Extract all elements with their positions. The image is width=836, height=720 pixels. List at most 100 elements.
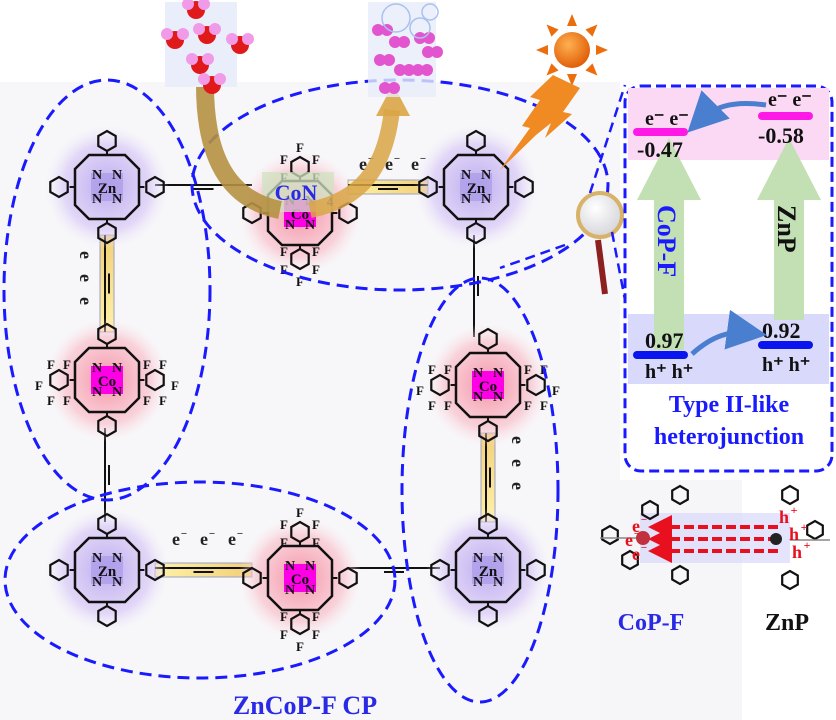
copf-vertical-label: CoP-F [652,205,681,277]
h2-atom [423,32,435,44]
benzene-ring [418,175,438,199]
fluorine-label: F [552,383,560,398]
linker-bottom-left-highlight [154,562,253,578]
benzene-ring [466,221,486,245]
fluorine-label: F [296,140,304,155]
heterojunction-title-line1: Type II-like [669,392,790,418]
hole-label-sup: + [791,503,798,517]
bubble [381,3,411,33]
benzene-ring [145,558,165,582]
vb-value-left: 0.97 [645,328,684,353]
benzene-ring [621,549,639,571]
fluorine-label: F [280,262,288,277]
benzene-ring [526,373,546,397]
macrocycle [73,346,141,414]
nitrogen-label: N [461,168,471,183]
electron-labels: e−e−e− [625,514,647,564]
benzene-ring [290,612,310,636]
excitation-arrow-left [637,138,701,350]
electron-bottom-sup: − [181,528,187,540]
hydrogen-atom [182,0,194,10]
sun-ray [567,14,577,26]
benzene-ring [97,322,117,346]
h2-atom [379,82,391,94]
fluorine-label: F [428,398,436,413]
electron-bottom: e [200,529,208,549]
hydrogen-atom [198,0,210,10]
cb-value-right: -0.58 [758,123,804,148]
lightning-icon [500,75,580,170]
outline-right-vertical [400,276,560,704]
electron-left: e [76,251,96,259]
zoom-lines [499,84,627,301]
zinc-core [472,556,504,584]
fluorine-label: F [47,393,55,408]
benzene-ring [145,175,165,199]
sun-ray [585,63,598,76]
sun-ray [567,74,577,86]
vb-bar-right [758,341,813,349]
fluorine-label: F [296,639,304,654]
benzene-ring [671,484,689,506]
h2-atom [398,36,410,48]
cobalt-core [472,371,504,399]
electron-top-sup: − [420,153,426,165]
hole-transfer-arrow [690,309,767,356]
region-outlines [2,78,610,704]
fluorine-label: F [296,274,304,289]
outline-bottom-horizontal [3,480,397,680]
nitrogen-label: N [473,551,483,566]
fluorine-label: F [280,517,288,532]
fluorine-label: F [296,505,304,520]
h2-atom [389,36,401,48]
h2-atom [421,64,433,76]
fluorine-label: F [416,383,424,398]
h2-atom [388,82,400,94]
con4-label: CoN [275,180,318,205]
zinc-core [91,173,123,201]
fluorine-label: F [63,393,71,408]
nitrogen-label: N [481,192,491,207]
nitrogen-label: N [285,583,295,598]
hydrogen-atom [193,23,205,35]
fluorine-label: F [312,517,320,532]
h2-atom [422,46,434,58]
cobalt-core [284,564,316,592]
fluorine-label: F [312,627,320,642]
outline-top-horizontal [190,78,610,292]
nitrogen-label: N [305,218,315,233]
h2-out-arrowhead [376,84,410,116]
hydrogen-atom [198,73,210,85]
cb-carriers-right: e⁻ e⁻ [768,89,812,111]
macrocycle [454,351,522,419]
excitation-arrow-right [757,138,821,320]
hole-labels: h+h+h+ [779,503,811,562]
fluorine-label: F [159,357,167,372]
h2-atom [381,24,393,36]
electron-top: e [411,154,419,174]
nitrogen-label: N [112,551,122,566]
hydrogen-atom [209,23,221,35]
nitrogen-label: N [92,361,102,376]
hydrogen-atom [214,73,226,85]
fluorine-label: F [35,378,43,393]
zinc-atom [770,533,782,545]
cb-carriers-left: e⁻ e⁻ [645,108,689,130]
benzene-ring [97,512,117,536]
bubble [421,3,439,21]
fluorine-label: F [312,244,320,259]
electron-right: e [508,459,528,467]
hole-label: h [789,524,799,544]
cb-bar-left [633,128,688,136]
charge-transfer-inset: e−e−e− h+h+h+ CoP-F ZnP [600,484,830,636]
hydrogen-atom [161,28,173,40]
h2-atom [374,54,386,66]
fluorine-label: F [540,398,548,413]
macrocycle [454,536,522,604]
electron-label-sup: − [641,542,647,554]
fluorine-label: F [143,357,151,372]
